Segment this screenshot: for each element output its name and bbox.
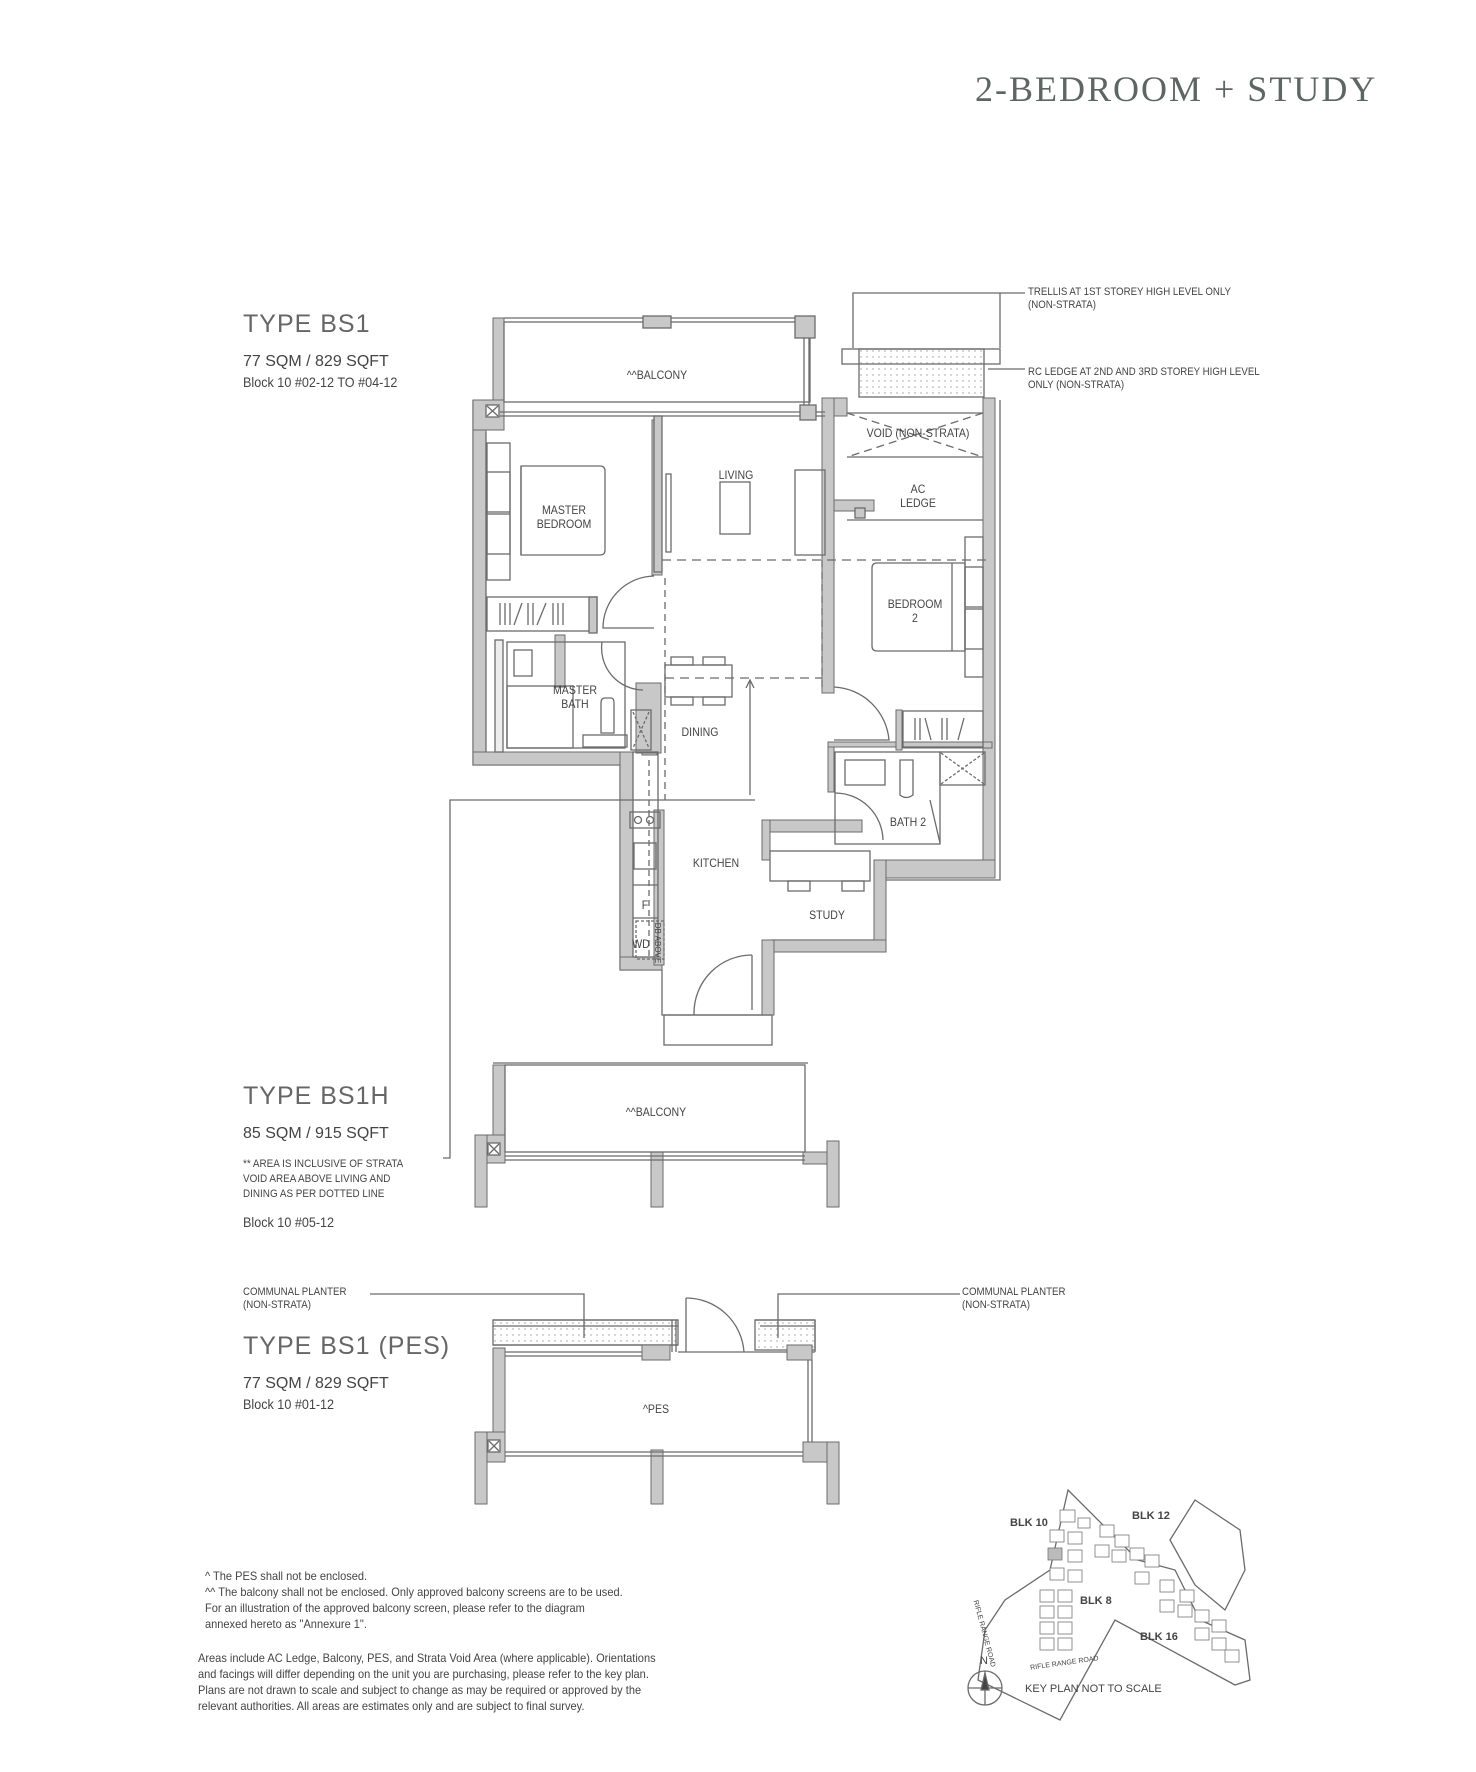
type-area: 77 SQM / 829 SQFT	[243, 1375, 389, 1392]
room-master-bedroom: MASTER BEDROOM	[536, 503, 592, 531]
type-name: TYPE BS1 (PES)	[243, 1332, 451, 1360]
type-units: Block 10 #01-12	[243, 1396, 335, 1412]
page-title: 2-BEDROOM + STUDY	[975, 69, 1378, 109]
trellis-annotation: TRELLIS AT 1ST STOREY HIGH LEVEL ONLY (N…	[1028, 286, 1232, 311]
room-void: VOID (NON-STRATA)	[866, 426, 970, 440]
room-bath-2: BATH 2	[889, 815, 927, 829]
type-name: TYPE BS1H	[243, 1082, 390, 1110]
key-plan-blk-12: BLK 12	[1132, 1510, 1170, 1522]
room-washer-dryer: WD	[632, 937, 650, 951]
room-kitchen: KITCHEN	[692, 856, 740, 870]
room-living: LIVING	[718, 468, 754, 482]
room-study: STUDY	[809, 908, 845, 922]
room-dining: DINING	[681, 725, 719, 739]
room-db-above: DB ABOVE	[653, 922, 662, 964]
room-balcony: ^^BALCONY	[626, 368, 688, 382]
room-ac-ledge: AC LEDGE	[900, 482, 936, 510]
room-bedroom-2: BEDROOM 2	[887, 597, 943, 625]
room-pes: ^PES	[642, 1402, 670, 1416]
planter-right-annotation: COMMUNAL PLANTER (NON-STRATA)	[962, 1286, 1066, 1311]
type-area: 85 SQM / 915 SQFT	[243, 1125, 389, 1142]
north-arrow-icon: N	[980, 1655, 988, 1667]
key-plan-blk-10: BLK 10	[1010, 1517, 1048, 1529]
type-bs1-pes-info: TYPE BS1 (PES) 77 SQM / 829 SQFT Block 1…	[243, 1332, 450, 1412]
room-master-bath: MASTER BATH	[552, 683, 598, 711]
key-plan-blk-16: BLK 16	[1140, 1631, 1178, 1643]
rc-ledge-annotation: RC LEDGE AT 2ND AND 3RD STOREY HIGH LEVE…	[1028, 366, 1260, 391]
type-bs1h-info: TYPE BS1H 85 SQM / 915 SQFT ** AREA IS I…	[243, 1082, 421, 1230]
type-bs1-info: TYPE BS1 77 SQM / 829 SQFT Block 10 #02-…	[243, 310, 415, 390]
type-note: ** AREA IS INCLUSIVE OF STRATA VOID AREA…	[243, 1158, 404, 1200]
room-fridge: F	[641, 898, 649, 912]
footnotes: ^ The PES shall not be enclosed. ^^ The …	[205, 1569, 623, 1631]
disclaimer: Areas include AC Ledge, Balcony, PES, an…	[198, 1651, 656, 1713]
type-units: Block 10 #05-12	[243, 1214, 335, 1230]
key-plan-blk-8: BLK 8	[1080, 1595, 1112, 1607]
room-bs1h-balcony: ^^BALCONY	[625, 1105, 687, 1119]
type-area: 77 SQM / 829 SQFT	[243, 353, 389, 370]
key-plan-caption: KEY PLAN NOT TO SCALE	[1025, 1683, 1162, 1695]
type-name: TYPE BS1	[243, 310, 371, 338]
type-units: Block 10 #02-12 TO #04-12	[243, 374, 398, 390]
planter-left-annotation: COMMUNAL PLANTER (NON-STRATA)	[243, 1286, 347, 1311]
